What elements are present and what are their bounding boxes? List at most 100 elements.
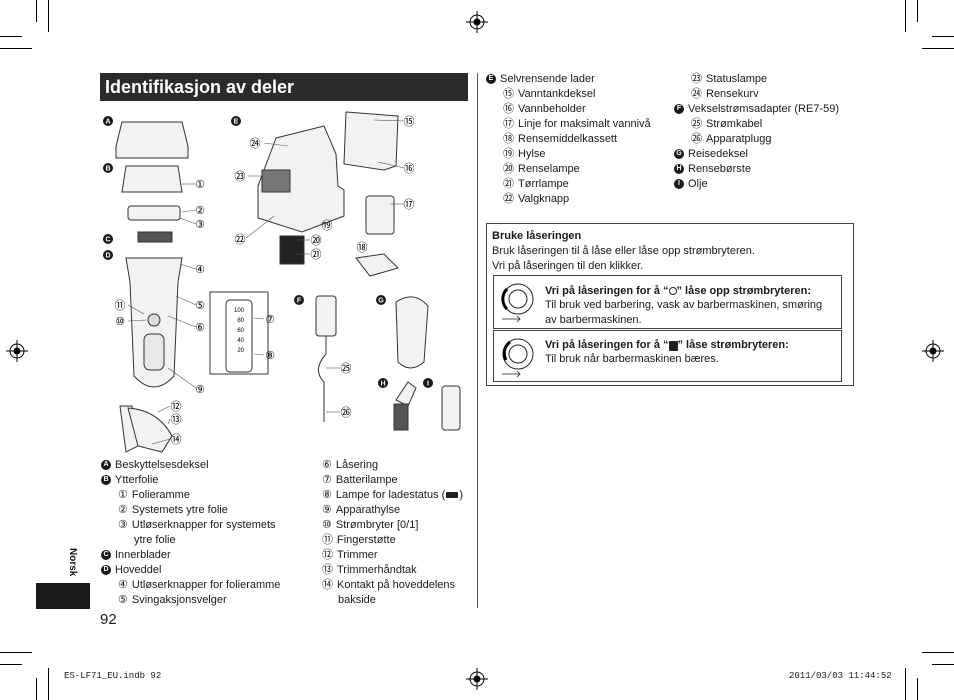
- part-label: Apparatplugg: [706, 133, 772, 145]
- unlock-circle-icon: [668, 287, 677, 296]
- callout-23: ㉓: [235, 170, 246, 183]
- crop-mark: [922, 652, 954, 653]
- part-label: Rensekurv: [706, 88, 759, 100]
- callout-2: ②: [195, 205, 205, 217]
- part-letter-badge: B: [101, 475, 111, 486]
- lock-ring-box: Bruke låseringen Bruk låseringen til å l…: [486, 223, 854, 386]
- registration-mark-icon: [466, 668, 488, 690]
- part-label: Folieramme: [131, 489, 190, 501]
- crop-mark: [917, 678, 918, 700]
- crop-mark: [0, 652, 32, 653]
- part-number: ㉓: [691, 73, 702, 85]
- footer-timestamp: 2011/03/03 11:44:52: [789, 671, 892, 681]
- crop-mark: [917, 0, 918, 22]
- column-divider: [477, 73, 478, 608]
- part-number: ③: [118, 519, 128, 531]
- part-list-item: ⑯ Vannbeholder: [486, 102, 651, 117]
- callout-6: ⑥: [195, 322, 205, 334]
- callout-19: ⑲: [322, 219, 333, 232]
- letter-d: D: [105, 253, 110, 260]
- padlock-icon: [668, 341, 678, 352]
- part-number: ⑮: [503, 88, 514, 100]
- part-label: Valgknapp: [518, 193, 570, 205]
- part-label-suffix: ): [459, 489, 463, 501]
- callout-17: ⑰: [404, 198, 415, 211]
- lock-ring-heading: Bruke låseringen: [492, 230, 582, 242]
- part-letter-badge: I: [674, 179, 684, 190]
- figure-number-labels: ① ② ③ ④ ⑤ ⑥ ⑦ ⑧ ⑨ ⑩ ⑪ ⑫ ⑬ ⑭ ⑮ ⑯ ⑰ ⑱ ⑲ ⑳ …: [115, 115, 415, 446]
- part-label: Rensebørste: [688, 163, 751, 175]
- part-number: ⑥: [322, 459, 332, 471]
- part-letter-badge: E: [486, 74, 496, 85]
- part-number: ⑱: [503, 133, 514, 145]
- letter-i: I: [427, 381, 429, 388]
- language-tab: [36, 583, 90, 609]
- part-number: ⑦: [322, 474, 332, 486]
- inner-blades-drawing: [137, 231, 173, 243]
- registration-mark-icon: [466, 11, 488, 33]
- page-number: 92: [100, 611, 117, 628]
- part-label: Fingerstøtte: [337, 534, 396, 546]
- crop-mark: [905, 668, 906, 700]
- part-label: Lampe for ladestatus (: [335, 489, 446, 501]
- part-label: Innerblader: [115, 549, 171, 561]
- part-label: Hoveddel: [115, 564, 162, 576]
- part-label: Tørrlampe: [518, 178, 569, 190]
- gauge-label-40: 40: [237, 338, 244, 344]
- callout-14: ⑭: [171, 433, 182, 446]
- callout-3: ③: [195, 219, 205, 231]
- part-number: ⑭: [322, 579, 333, 591]
- ac-adapter-drawing: [315, 295, 337, 337]
- unlock-title: Vri på låseringen for å “” låse opp strø…: [545, 285, 811, 297]
- part-number: ㉑: [503, 178, 514, 190]
- callout-18: ⑱: [357, 241, 368, 254]
- lock-title: Vri på låseringen for å “” låse strømbry…: [545, 339, 789, 352]
- part-label: Svingaksjonsvelger: [131, 594, 227, 606]
- callout-11: ⑪: [115, 299, 126, 312]
- part-label: Utløserknapper for folieramme: [131, 579, 281, 591]
- part-label: Utløserknapper for systemets: [131, 519, 276, 531]
- unlock-dial-icon: [501, 283, 534, 323]
- crop-mark: [36, 0, 37, 22]
- crop-mark: [0, 36, 22, 37]
- part-label: Låsering: [335, 459, 379, 471]
- letter-c: C: [105, 237, 110, 244]
- part-number: ⑯: [503, 103, 514, 115]
- callout-1: ①: [195, 179, 205, 191]
- part-letter-badge: A: [101, 460, 111, 471]
- callout-21: ㉑: [311, 248, 322, 261]
- callout-15: ⑮: [404, 115, 415, 128]
- part-number: ㉕: [691, 118, 702, 130]
- part-number: ⑰: [503, 118, 514, 130]
- callout-12: ⑫: [171, 400, 182, 413]
- part-list-item: ytre folie: [101, 533, 280, 548]
- unlock-text-2: av barbermaskinen.: [545, 314, 642, 326]
- cleaner-cartridge-drawing: [355, 253, 399, 277]
- callout-22: ㉒: [235, 233, 246, 246]
- part-label: Selvrensende lader: [500, 73, 595, 85]
- callout-4: ④: [195, 264, 205, 276]
- callout-13: ⑬: [171, 413, 182, 426]
- part-letter-badge: G: [674, 149, 684, 160]
- part-label: Rensemiddelkassett: [518, 133, 618, 145]
- letter-e: E: [234, 119, 239, 126]
- outer-foil-drawing: [121, 165, 183, 193]
- part-label: Vannbeholder: [518, 103, 586, 115]
- protective-cap-drawing: [115, 121, 189, 159]
- part-label: Hylse: [518, 148, 546, 160]
- part-list-item: ㉑ Tørrlampe: [486, 177, 651, 192]
